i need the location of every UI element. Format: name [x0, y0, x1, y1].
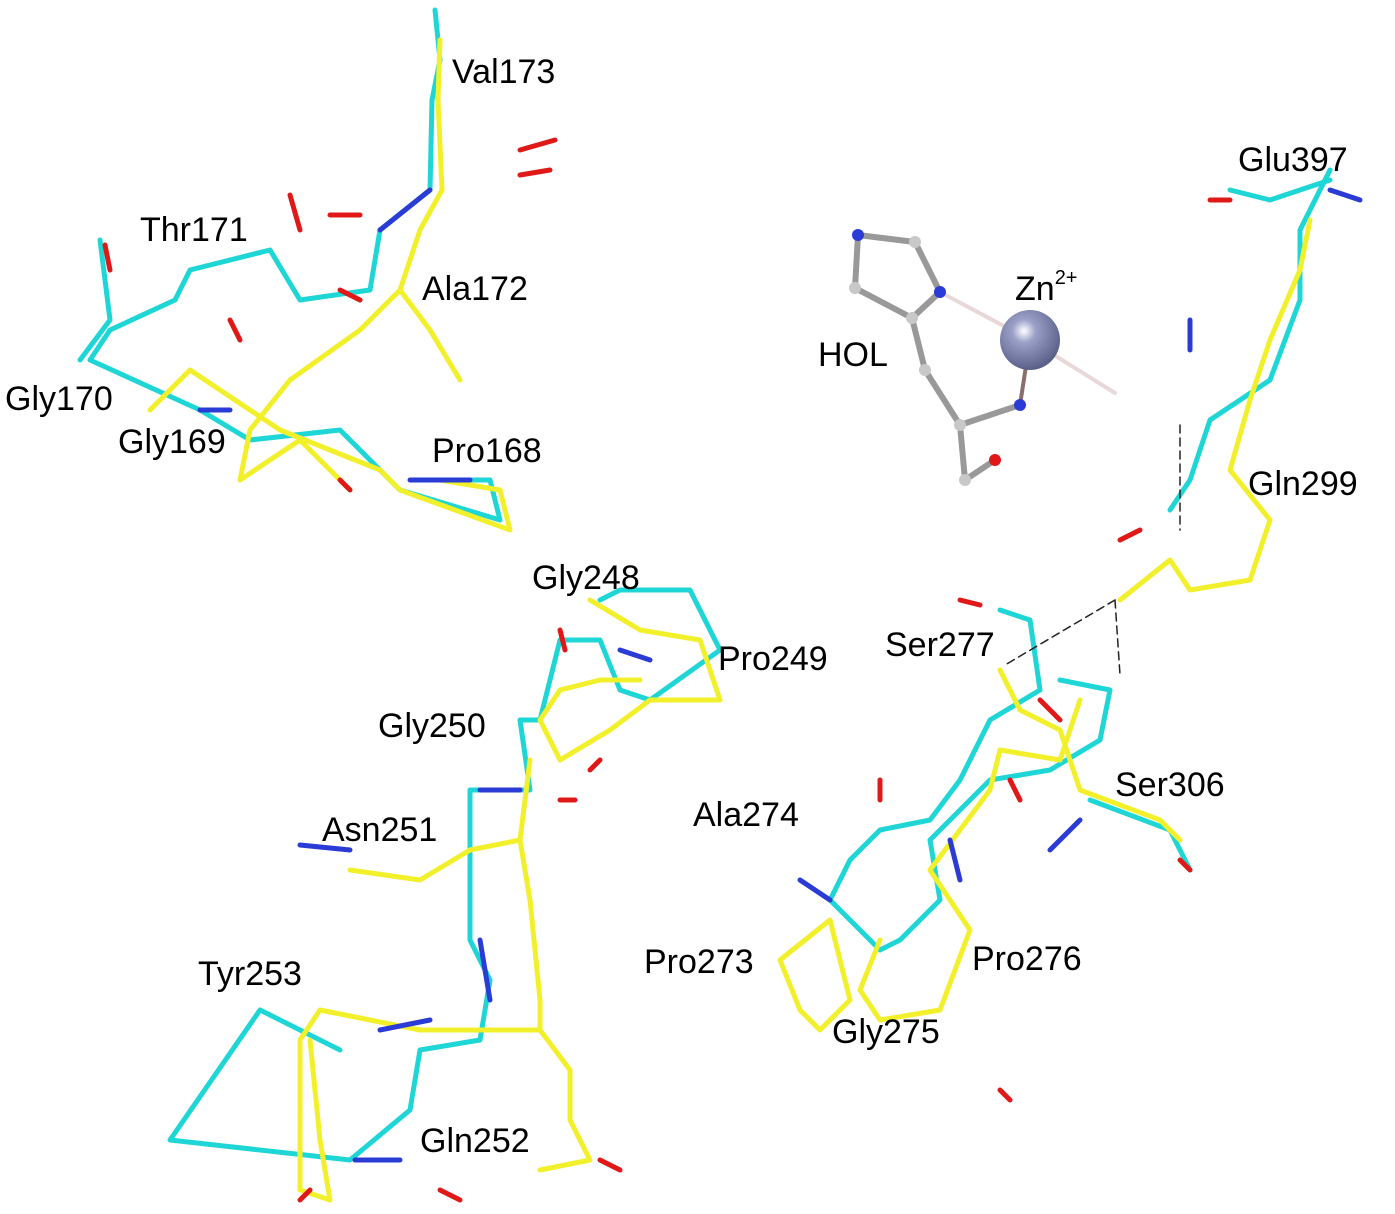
residue-label-ser277: Ser277 [885, 626, 995, 664]
residue-label-thr171: Thr171 [140, 211, 248, 249]
residue-label-gly170: Gly170 [5, 380, 113, 418]
residue-label-gly169: Gly169 [118, 423, 226, 461]
residue-label-asn251: Asn251 [322, 811, 438, 849]
residue-label-gly250: Gly250 [378, 707, 486, 745]
residue-label-pro276: Pro276 [972, 940, 1082, 978]
hydrogen-bond-lines [1004, 424, 1181, 676]
zinc-ion-label: Zn2+ [1015, 267, 1078, 308]
residue-label-ala274: Ala274 [693, 796, 799, 834]
residue-label-gly275: Gly275 [832, 1013, 940, 1051]
residue-label-pro168: Pro168 [432, 432, 542, 470]
residue-label-glu397: Glu397 [1238, 141, 1348, 179]
oxygen-bonds [102, 137, 1233, 1203]
residue-label-val173: Val173 [452, 53, 556, 91]
residue-label-pro273: Pro273 [644, 943, 754, 981]
model-b-bonds [147, 37, 1313, 1203]
residue-label-ser306: Ser306 [1115, 766, 1225, 804]
residue-label-tyr253: Tyr253 [198, 955, 302, 993]
residue-label-ala172: Ala172 [422, 270, 528, 308]
residue-label-gly248: Gly248 [532, 559, 640, 597]
atom-balls [849, 229, 1060, 486]
residue-label-gln252: Gln252 [420, 1122, 530, 1160]
residue-label-hol: HOL [818, 336, 888, 374]
zinc-ion-sphere [1000, 310, 1060, 370]
residue-label-gln299: Gln299 [1248, 465, 1358, 503]
residue-label-pro249: Pro249 [718, 640, 828, 678]
nitrogen-bonds [197, 187, 1363, 1163]
